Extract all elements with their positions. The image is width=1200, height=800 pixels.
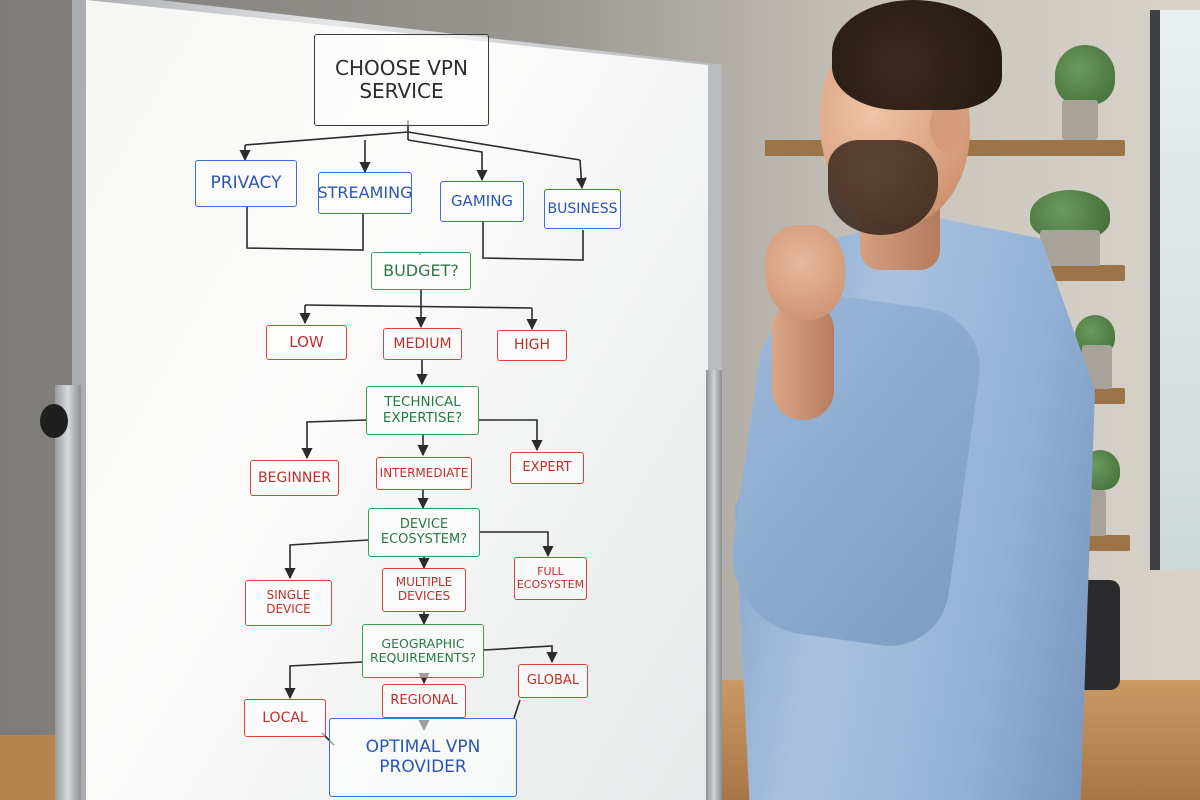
device-single-node: SINGLE DEVICE (245, 580, 332, 626)
whiteboard-knob (40, 404, 68, 438)
geography-regional-node: REGIONAL (382, 684, 466, 718)
device-full-line: FULL (537, 564, 564, 578)
geographic-question-line: REQUIREMENTS? (369, 650, 477, 665)
purpose-streaming-node: STREAMING (318, 172, 413, 214)
expertise-question-line: TECHNICAL (384, 393, 461, 410)
device-question-line: ECOSYSTEM? (380, 531, 468, 547)
expertise-expert-node: EXPERT (510, 452, 584, 484)
whiteboard-stand (706, 370, 722, 800)
plant-pot (1062, 100, 1098, 140)
device-multiple-line: MULTIPLE (395, 575, 453, 590)
flowchart-title-node: CHOOSE VPN SERVICE (314, 34, 489, 126)
device-multiple-line: DEVICES (397, 589, 451, 603)
expertise-question-line: EXPERTISE? (382, 409, 463, 426)
device-multiple-node: MULTIPLE DEVICES (382, 568, 466, 612)
purpose-privacy-node: PRIVACY (195, 160, 297, 207)
title-line: CHOOSE VPN (335, 56, 468, 80)
expertise-question-node: TECHNICAL EXPERTISE? (366, 386, 479, 435)
result-line: OPTIMAL VPN (365, 736, 481, 757)
purpose-gaming-node: GAMING (440, 181, 524, 222)
whiteboard-stand (55, 385, 81, 800)
person-forearm (772, 300, 834, 420)
person-hair (832, 0, 1002, 110)
geographic-question-line: GEOGRAPHIC (381, 635, 465, 651)
budget-low-node: LOW (266, 325, 347, 360)
budget-question-node: BUDGET? (371, 252, 471, 290)
device-question-node: DEVICE ECOSYSTEM? (368, 508, 480, 557)
window (1150, 10, 1200, 570)
geography-local-node: LOCAL (244, 699, 326, 737)
device-full-line: ECOSYSTEM (516, 577, 585, 591)
budget-medium-node: MEDIUM (383, 328, 462, 360)
plant-pot (1040, 230, 1100, 266)
plant (1055, 45, 1115, 105)
geography-global-node: GLOBAL (518, 664, 588, 698)
title-line: SERVICE (359, 79, 444, 103)
device-single-line: DEVICE (266, 602, 311, 616)
purpose-business-node: BUSINESS (544, 189, 621, 229)
device-single-line: SINGLE (266, 588, 311, 603)
person-beard (828, 140, 938, 235)
person-hand (765, 225, 845, 320)
result-line: PROVIDER (379, 756, 467, 777)
result-node: OPTIMAL VPN PROVIDER (329, 718, 517, 797)
expertise-beginner-node: BEGINNER (250, 460, 339, 496)
geographic-question-node: GEOGRAPHIC REQUIREMENTS? (362, 624, 484, 678)
budget-high-node: HIGH (497, 330, 567, 361)
device-full-node: FULL ECOSYSTEM (514, 557, 587, 600)
expertise-intermediate-node: INTERMEDIATE (376, 457, 472, 490)
device-question-line: DEVICE (399, 516, 449, 532)
